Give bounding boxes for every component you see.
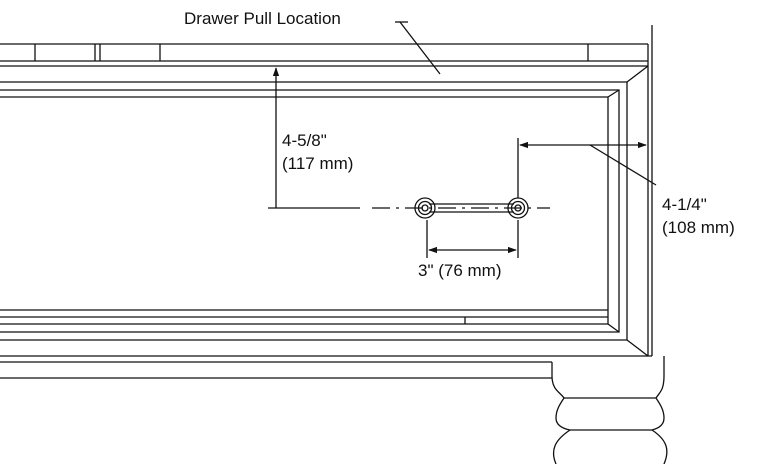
title-leader bbox=[395, 21, 441, 75]
side-dimension-inches: 4-1/4" bbox=[662, 195, 707, 214]
vertical-dimension-inches: 4-5/8" bbox=[282, 131, 327, 150]
turned-leg bbox=[551, 356, 668, 464]
base-rail bbox=[0, 355, 652, 379]
vertical-dimension bbox=[268, 67, 360, 209]
drawer-front bbox=[0, 65, 649, 357]
spacing-dimension-label: 3" (76 mm) bbox=[418, 261, 502, 280]
side-dimension-mm: (108 mm) bbox=[662, 218, 735, 237]
diagram-title: Drawer Pull Location bbox=[184, 9, 341, 28]
vertical-dimension-mm: (117 mm) bbox=[282, 154, 353, 173]
top-rail bbox=[0, 43, 648, 67]
side-dimension bbox=[517, 138, 657, 198]
side-panel bbox=[647, 25, 653, 356]
spacing-dimension bbox=[426, 220, 519, 258]
